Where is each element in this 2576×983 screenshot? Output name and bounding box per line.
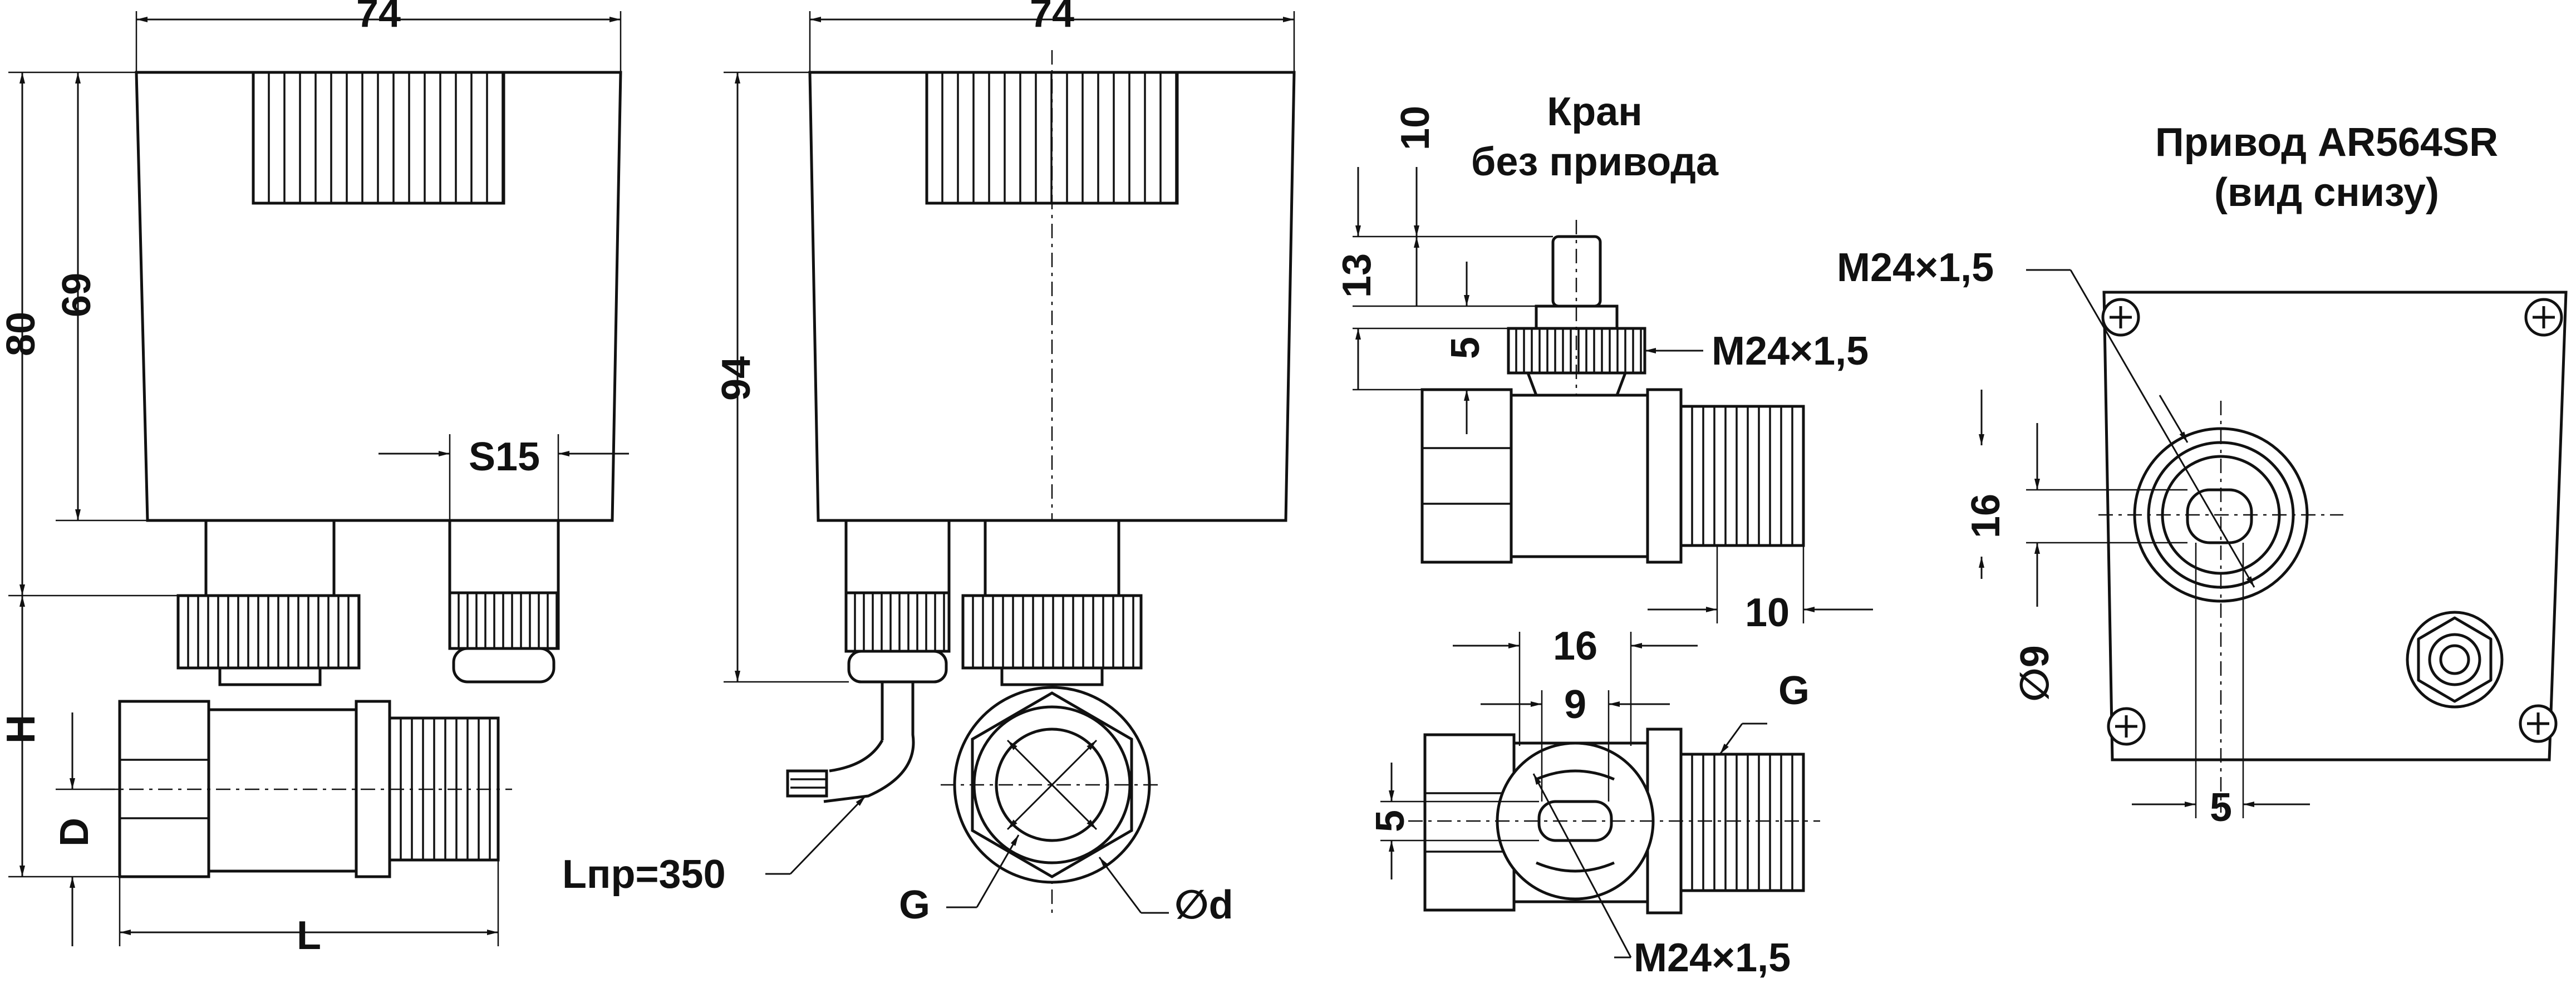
title-valve-line2: без привода (1471, 140, 1719, 184)
dim-label-10-right: 10 (1745, 591, 1790, 635)
screw-cross (2533, 306, 2555, 328)
dim-label-5-stem: 5 (1443, 337, 1488, 359)
mounting-nut-side (961, 594, 1143, 670)
drive-cable-gland-ring (2428, 633, 2481, 686)
screw-cross (2527, 712, 2549, 735)
label-thread-top: M24×1,5 (1712, 329, 1869, 373)
screw-cross (2115, 715, 2137, 738)
valve-thread-end-side (1679, 405, 1805, 547)
dim-label-16-top: 16 (1553, 624, 1597, 669)
front-view-dimensions: 74 80 69 H D L S15 (0, 0, 629, 958)
label-g-side: G (899, 883, 930, 927)
nut-skirt-side (1000, 666, 1104, 686)
dim-label-9-top: 9 (1564, 682, 1586, 727)
dim-label-69: 69 (55, 273, 99, 317)
nut-knurl (187, 596, 360, 668)
nut-skirt (218, 666, 322, 686)
drive-bottom-dimensions: M24×1,5 16 ∅9 5 (1837, 245, 2310, 830)
label-cable-length: Lпр=350 (562, 852, 726, 897)
dim-label-13: 13 (1335, 253, 1379, 298)
drive-cable-gland-outer (2406, 611, 2504, 709)
dim-label-5-drive: 5 (2210, 785, 2232, 830)
grip-rib-lines-side (941, 72, 1177, 203)
dim-label-d: D (52, 818, 97, 847)
dim-label-h: H (0, 715, 43, 744)
label-thread-bottom: M24×1,5 (1634, 936, 1791, 980)
title-valve-line1: Кран (1547, 90, 1642, 134)
cable-gland-cap-side (847, 650, 948, 684)
label-drive-thread: M24×1,5 (1837, 245, 1994, 290)
label-g-top: G (1778, 669, 1810, 713)
title-drive-line1: Привод AR564SR (2155, 120, 2498, 165)
stem-thread-lines (1515, 328, 1642, 373)
valve-collar-side (1646, 388, 1683, 564)
gland-knurl-side (854, 593, 945, 651)
cable-gland-nut-side (844, 591, 951, 653)
dim-label-l: L (297, 913, 321, 958)
thread-lines-side (1691, 406, 1793, 545)
dim-label-16-drive: 16 (1964, 494, 2008, 538)
dim-label-80: 80 (0, 312, 43, 356)
cable-gland-side (844, 519, 951, 594)
side-view-assembly (786, 50, 1296, 913)
dim-label-s15: S15 (469, 435, 540, 479)
drive-cable-gland-hex (2417, 616, 2493, 703)
dim-label-74: 74 (356, 0, 401, 36)
label-diameter-d: ∅d (1174, 883, 1233, 927)
actuator-neck (204, 519, 336, 597)
dim-label-10-top: 10 (1393, 106, 1438, 150)
valve-top-view (1408, 728, 1820, 915)
dim-label-94: 94 (714, 356, 759, 401)
dim-label-74-side: 74 (1030, 0, 1074, 36)
actuator-neck-side (984, 519, 1120, 597)
grip-rib-lines (268, 72, 504, 203)
mounting-screws (2101, 298, 2563, 746)
coupling-slot (2186, 488, 2253, 544)
nut-knurl-side (972, 596, 1134, 668)
thread-lines-top (1691, 754, 1793, 891)
valve-side-view: Кран без привода (1420, 90, 1805, 564)
dim-label-5-bottom: 5 (1368, 810, 1413, 832)
screw-cross (2110, 306, 2132, 328)
side-view-dimensions: 74 94 Lпр=350 G ∅d (562, 0, 1295, 927)
valve-side-dimensions: 13 10 5 M24×1,5 10 (1335, 106, 1873, 635)
cable (823, 682, 915, 803)
cable-gland-cap (452, 647, 555, 684)
front-view-assembly (100, 71, 622, 878)
cable-end (786, 769, 828, 798)
drive-bottom-view: Привод AR564SR (вид снизу) (2098, 120, 2568, 813)
dim-label-9-drive: ∅9 (2013, 645, 2057, 702)
valve-thread-end-top (1679, 753, 1805, 892)
valve-top-dimensions: 16 9 5 G M24×1,5 (1368, 624, 1810, 980)
stem-flats (1536, 769, 1615, 873)
title-drive-line2: (вид снизу) (2214, 170, 2439, 215)
drive-cable-gland-core (2439, 644, 2470, 675)
cable-gland-body (448, 519, 560, 594)
gland-knurl (458, 593, 558, 648)
